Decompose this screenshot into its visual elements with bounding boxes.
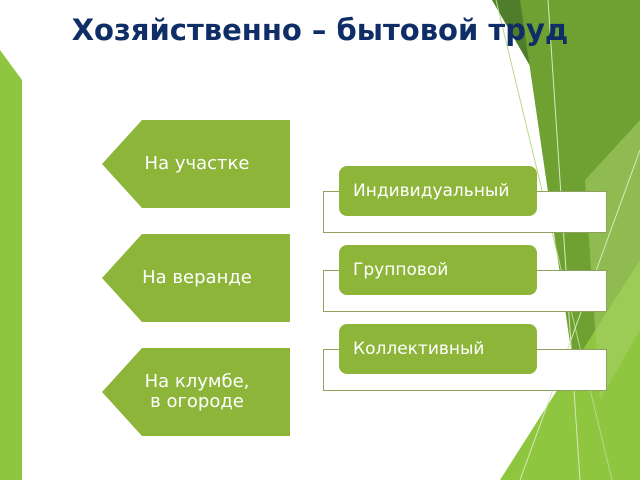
decor-line (495, 0, 613, 480)
decor-line (547, 0, 581, 480)
slide-title: Хозяйственно – бытовой труд (71, 13, 569, 47)
place-tag-plot: На участке (102, 120, 290, 208)
form-label-collective: Коллективный (339, 324, 537, 374)
place-tag-flowerbed: На клумбе, в огороде (102, 348, 290, 436)
place-tag-veranda: На веранде (102, 234, 290, 322)
left-green-stripe (0, 50, 22, 480)
form-label-individual: Индивидуальный (339, 166, 537, 216)
decor-line (519, 149, 640, 480)
right-pale-facet (585, 120, 640, 400)
form-label-group: Групповой (339, 245, 537, 295)
